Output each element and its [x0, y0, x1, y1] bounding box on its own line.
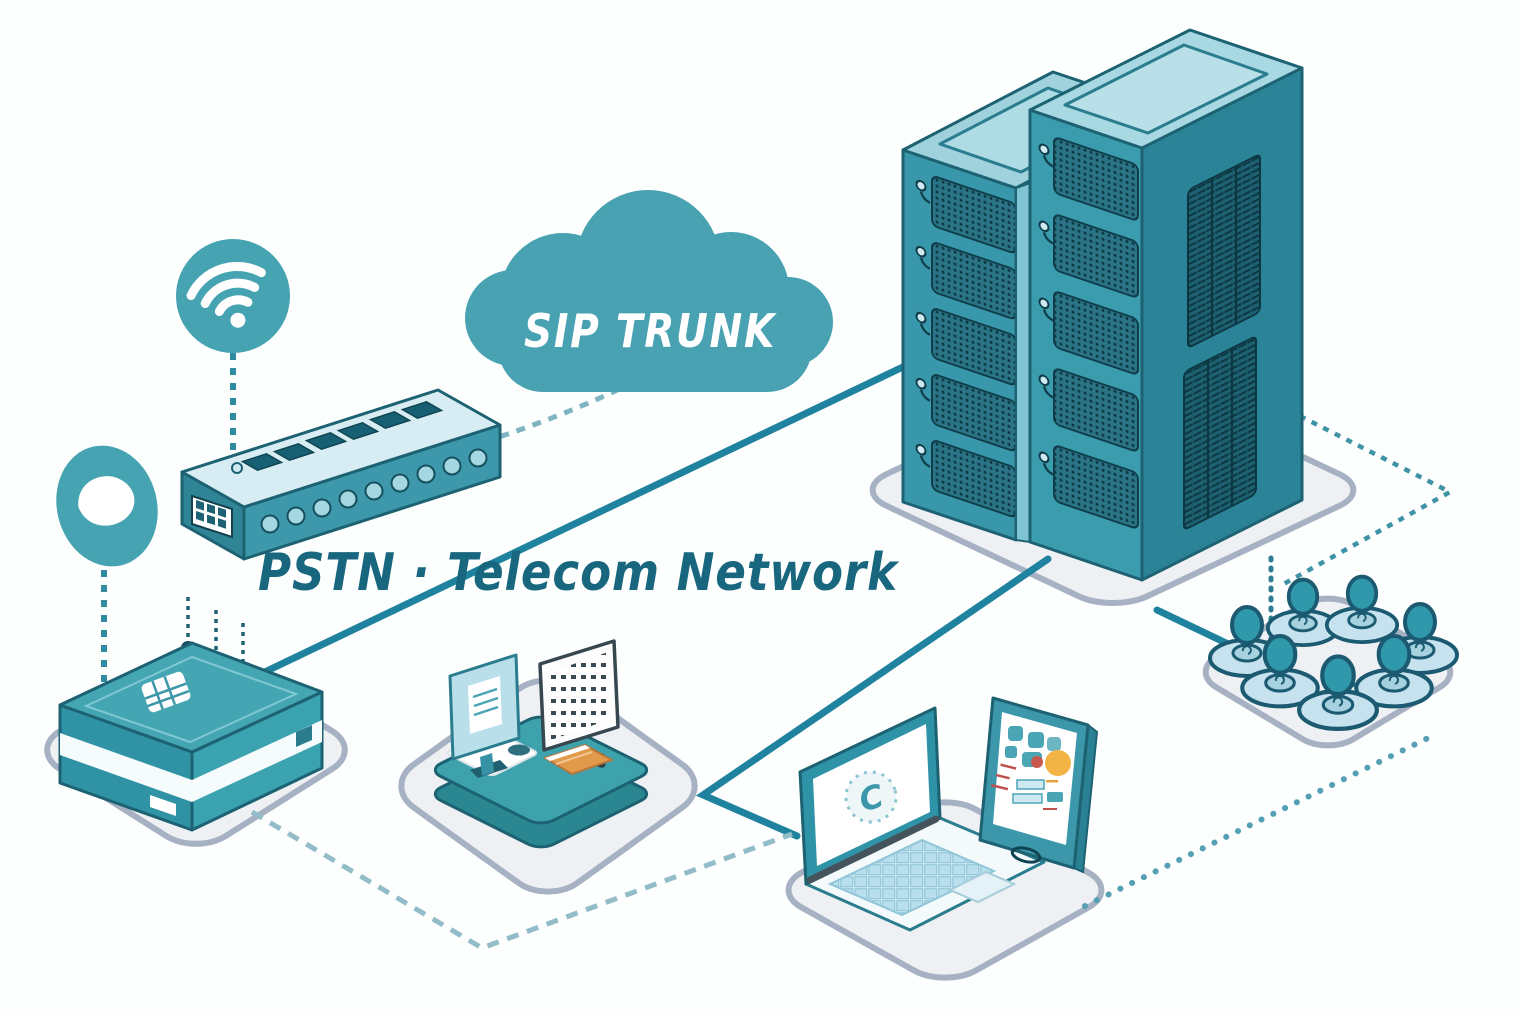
server-racks	[901, 28, 1304, 582]
link-server-diamond-dashed	[1278, 413, 1455, 588]
tablet-home-button	[1010, 846, 1042, 864]
monitor-right	[538, 639, 620, 768]
server-rack-right	[1028, 28, 1304, 582]
sim-card-icon	[141, 671, 191, 713]
pbx-bottom-slot	[150, 795, 176, 816]
phone-handset-icon	[78, 476, 135, 526]
laptop-keyboard	[827, 838, 997, 917]
network-label: PSTN · Telecom Network	[258, 543, 900, 603]
handset-badge	[56, 445, 158, 567]
desk-phone	[508, 744, 530, 756]
pbx-band-slot	[296, 725, 312, 747]
monitor-left-stand	[480, 753, 494, 776]
laptop-hinge	[806, 815, 940, 884]
rack-gap	[1015, 181, 1031, 544]
monitor-left	[448, 653, 521, 761]
laptop-logo-badge: C	[844, 770, 898, 824]
link-server-to-desk-laptop	[695, 555, 1052, 840]
sip-trunk-cloud: SIP TRUNK	[465, 190, 833, 392]
tablet	[978, 696, 1099, 874]
connection-lines	[101, 338, 1455, 951]
workstation-desk	[428, 639, 654, 851]
tablet-app-icons	[991, 726, 1071, 810]
switch-antenna-nub	[231, 462, 243, 474]
wifi-badge	[176, 239, 290, 353]
wifi-icon	[186, 261, 266, 328]
network-switch	[180, 388, 502, 561]
link-server-to-pbx	[246, 362, 909, 683]
pbx-front-band	[60, 720, 322, 802]
switch-keypad	[191, 494, 233, 539]
pbx-gateway	[58, 597, 324, 832]
notebook	[544, 744, 613, 775]
laptop-touchpad	[947, 870, 1017, 904]
conference-group	[1208, 574, 1459, 729]
switch-front-ports	[260, 448, 488, 534]
laptop: C	[798, 706, 1046, 932]
link-pbx-to-laptop-dashed	[250, 809, 793, 951]
document-icon	[468, 676, 502, 734]
link-laptop-to-people-dotted	[1082, 735, 1431, 909]
cloud-label: SIP TRUNK	[524, 304, 777, 358]
